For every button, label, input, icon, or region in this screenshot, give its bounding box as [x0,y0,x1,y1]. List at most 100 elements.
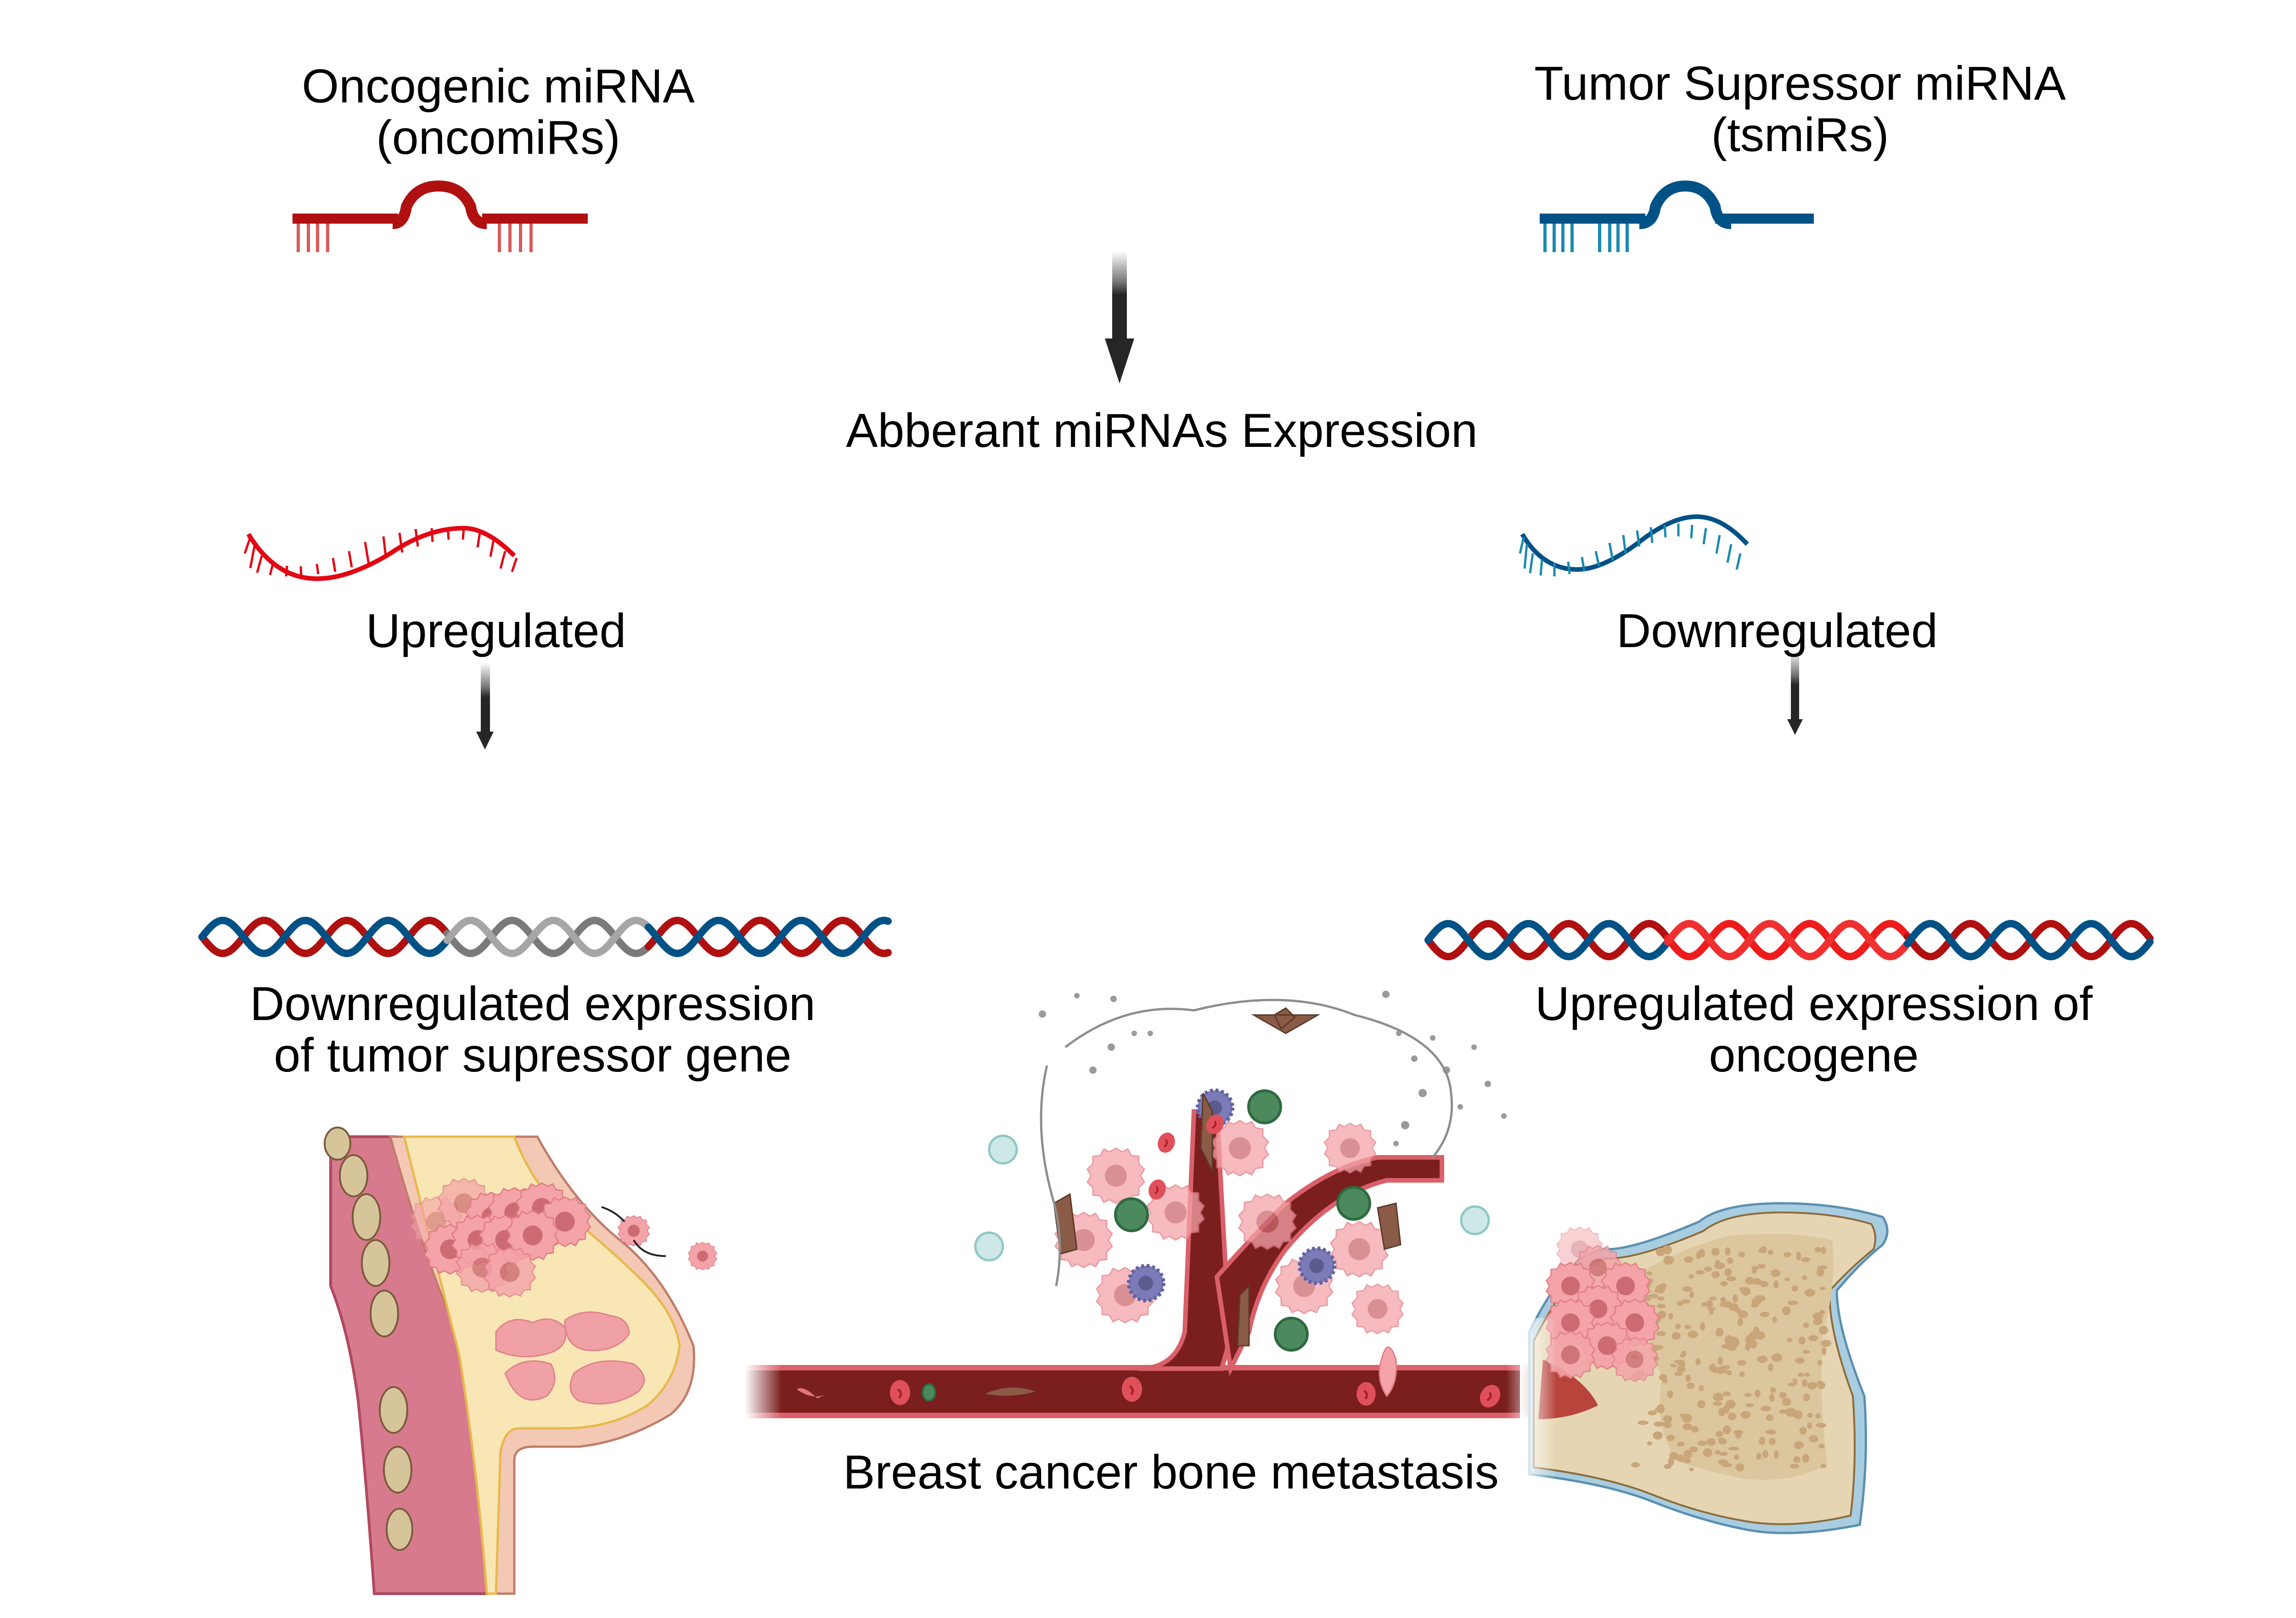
trabecula [1739,1371,1745,1377]
trabecula [1680,1414,1685,1417]
trabecula [1737,1360,1746,1365]
trabecula [1807,1413,1813,1418]
trabecula [1697,1400,1705,1409]
trabecula [1821,1247,1826,1254]
trabecula [1713,1393,1723,1401]
trabecula [1727,1257,1733,1264]
trabecula [1723,1392,1731,1396]
trabecula [1716,1431,1723,1437]
trabecula [1786,1398,1791,1406]
trabecula [1631,1462,1640,1467]
extracellular-vesicles [1039,991,1507,1146]
trabecula [1759,1247,1767,1252]
trabecula [1654,1421,1664,1426]
trabecula [1788,1301,1798,1305]
trabecula [1787,1338,1792,1343]
upregulated-mirna-strand-icon [245,527,517,579]
right-dna-helix-icon [1428,924,2150,957]
trabecula [1803,1350,1810,1354]
oncogene-effect-label: Upregulated expression of oncogene [1446,978,2181,1082]
trabecula [1683,1423,1692,1430]
downregulated-label: Downregulated [1570,605,1984,657]
trabecula [1816,1423,1826,1428]
trabecula [1758,1263,1766,1268]
trabecula [1707,1307,1716,1311]
trabecula [1768,1250,1773,1255]
trabecula [1774,1450,1778,1459]
trabecula [1802,1379,1807,1387]
trabecula [1663,1415,1672,1422]
trabecula [1728,1447,1739,1450]
oncogene-effect-line1: Upregulated expression of [1446,978,2181,1030]
oncomir-title-line1: Oncogenic miRNA [239,61,758,112]
left-dna-helix-icon [202,920,888,953]
trabecula [1648,1410,1657,1415]
trabecula [1723,1404,1730,1414]
trabecula [1815,1247,1821,1252]
tsmir-title-line2: (tsmiRs) [1460,109,2140,161]
trabecula [1808,1335,1818,1341]
trabecula [1770,1387,1776,1393]
trabecula [1718,1438,1725,1442]
trabecula [1720,1281,1728,1286]
trabecula [1688,1274,1694,1279]
trabecula [1745,1342,1750,1351]
trabecula [1680,1353,1685,1358]
trabecula [1695,1358,1700,1365]
trabecula [1647,1271,1653,1275]
tsmir-title-line1: Tumor Supressor miRNA [1460,58,2140,109]
trabecula [1638,1421,1649,1425]
trabecula [1820,1286,1825,1290]
trabecula [1821,1340,1831,1347]
trabecula [1728,1303,1739,1311]
trabecula [1734,1455,1739,1460]
trabecula [1724,1268,1732,1276]
trabecula [1677,1442,1685,1447]
ecm-fiber [1041,1066,1060,1286]
trabecula [1667,1390,1673,1398]
trabecula [1674,1372,1683,1376]
trabecula [1668,1313,1673,1319]
trabecula [1684,1256,1694,1263]
trabecula [1662,1379,1667,1383]
trabecula [1794,1441,1804,1449]
trabecula [1752,1268,1757,1274]
trabecula [1768,1364,1773,1371]
trabecula [1735,1463,1744,1471]
trabecula [1802,1454,1809,1462]
oncomir-hairpin-icon [293,186,588,252]
trabecula [1750,1340,1757,1348]
trabecula [1725,1335,1733,1344]
trabecula [1696,1270,1705,1274]
trabecula [1798,1372,1804,1377]
dna-strand-segment [2147,935,2150,939]
trabecula [1762,1450,1768,1458]
trabecula [1765,1430,1776,1435]
trabecula [1800,1427,1806,1435]
trabecula [1790,1464,1800,1469]
trabecula [1656,1248,1665,1256]
trabecula [1766,1415,1773,1421]
trabecula [1683,1286,1693,1291]
trabecula [1672,1332,1681,1340]
trabecula [1761,1406,1771,1411]
trabecula [1723,1426,1731,1434]
trabecula [1773,1280,1779,1289]
trabecula [1769,1438,1776,1445]
trabecula [1667,1435,1675,1441]
trabecula [1818,1381,1825,1389]
trabecula [1698,1441,1707,1446]
trabecula [1683,1459,1691,1463]
trabecula [1725,1247,1730,1256]
trabecula [1721,1365,1730,1370]
trabecula [1793,1378,1797,1385]
trabecula [1720,1302,1729,1307]
trabecula [1795,1358,1805,1364]
trabecula [1646,1295,1651,1301]
trabecula [1735,1432,1742,1438]
trabecula [1733,1294,1738,1302]
tsmir-hairpin-icon [1540,186,1814,252]
trabecula [1769,1393,1774,1402]
